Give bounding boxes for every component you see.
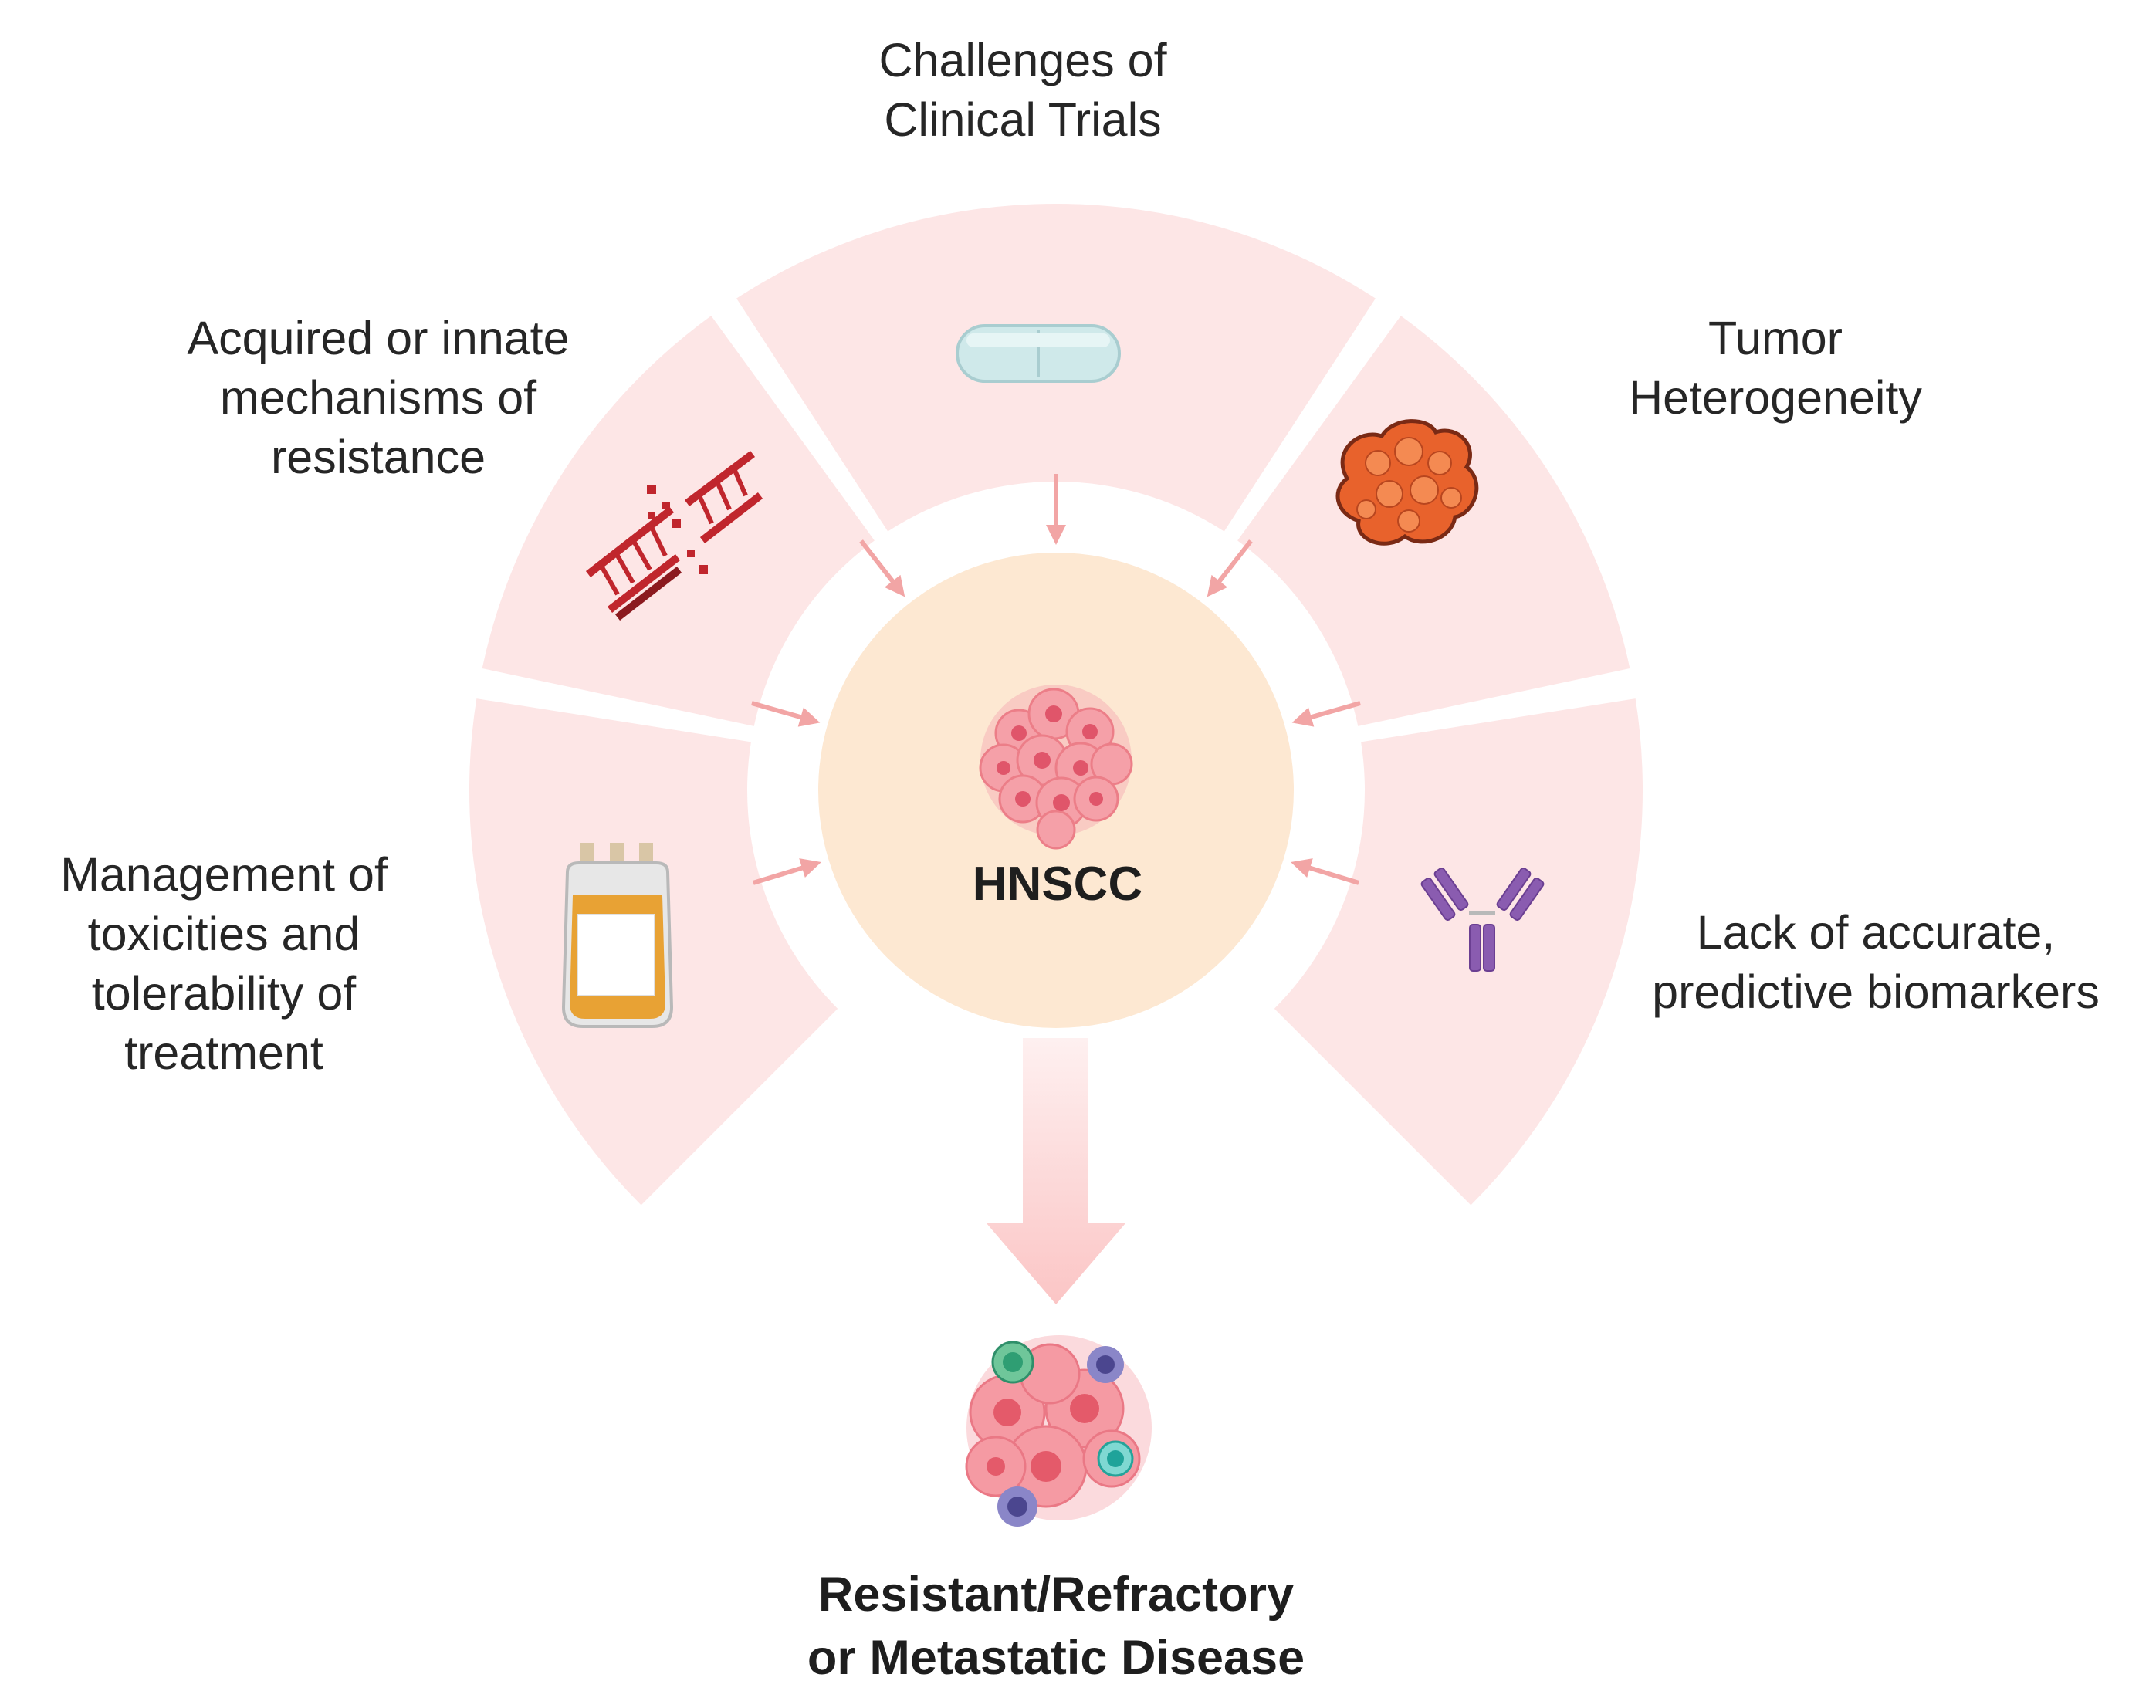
- t-cell-icon: [1097, 1440, 1134, 1477]
- pill-icon: [956, 324, 1121, 383]
- cancer-cluster-icon: [979, 685, 1133, 850]
- inward-arrow: [751, 701, 821, 727]
- blood-bag-icon: [561, 843, 674, 1028]
- outcome-label: Resistant/Refractory or Metastatic Disea…: [807, 1568, 1305, 1685]
- segment-biomarkers: [1274, 698, 1643, 1206]
- inward-arrow: [1291, 701, 1361, 727]
- inward-arrow: [753, 858, 821, 885]
- label-biomarkers: Lack of accurate, predictive biomarkers: [1652, 906, 2100, 1018]
- inward-arrow: [1291, 858, 1359, 885]
- progression-arrow: [987, 1038, 1125, 1304]
- label-resistance: Acquired or innate mechanisms of resista…: [187, 312, 570, 483]
- immune-cell-icon: [997, 1486, 1037, 1527]
- metastatic-cluster-icon: [965, 1335, 1152, 1527]
- broken-dna-icon: [585, 451, 763, 621]
- tumor-mass-icon: [1335, 419, 1479, 546]
- inward-arrow: [859, 539, 905, 597]
- immune-cell-icon: [1087, 1346, 1124, 1383]
- inward-arrow: [1046, 474, 1066, 545]
- label-toxicities: Management of toxicities and tolerabilit…: [60, 848, 388, 1079]
- t-cell-icon: [991, 1341, 1034, 1384]
- challenge-ring: [469, 204, 1643, 1206]
- inward-arrow: [1207, 539, 1253, 597]
- antibody-icon: [1420, 867, 1545, 972]
- label-clinical-trials: Challenges of Clinical Trials: [878, 34, 1167, 146]
- label-tumor-heterogeneity: Tumor Heterogeneity: [1629, 312, 1922, 424]
- hnscc-label: HNSCC: [972, 857, 1143, 911]
- inward-arrows: [751, 474, 1361, 885]
